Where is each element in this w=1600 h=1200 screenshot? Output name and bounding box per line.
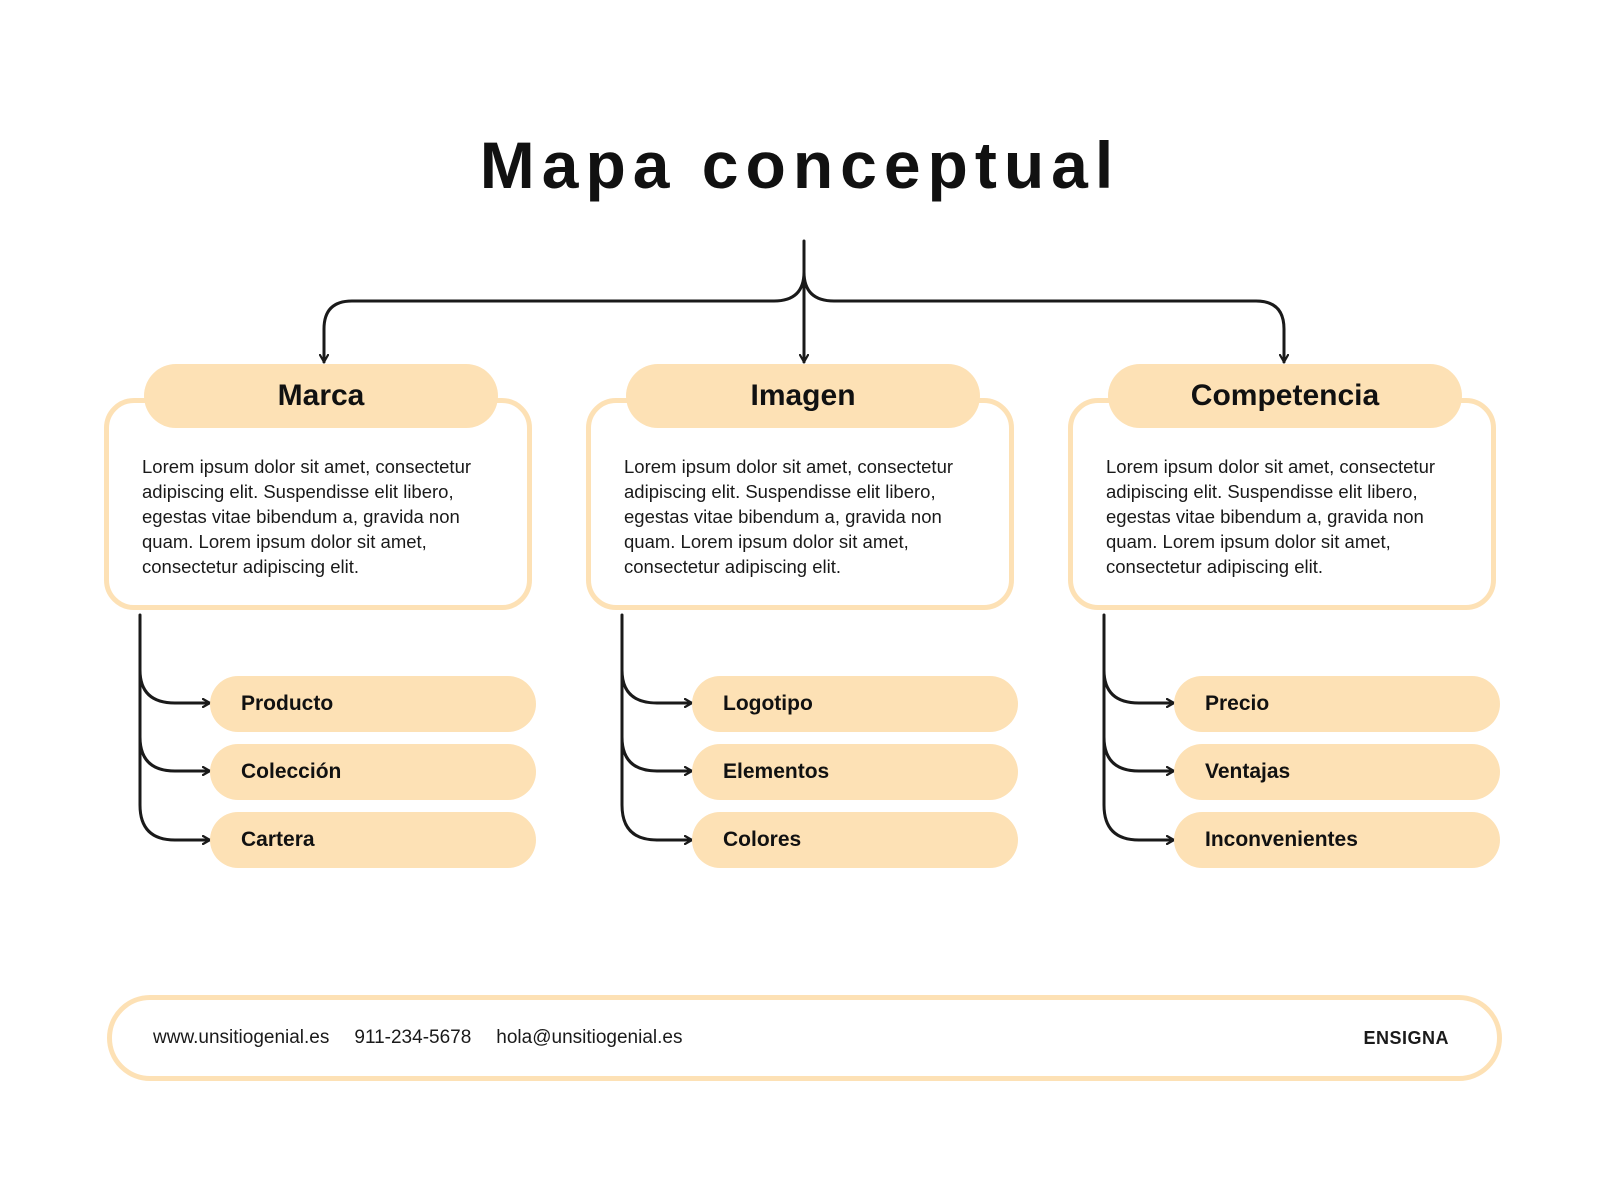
sub-concept-ventajas: Ventajas <box>1174 744 1500 800</box>
concept-header-competencia: Competencia <box>1108 364 1462 428</box>
sub-concept-cartera: Cartera <box>210 812 536 868</box>
branch-imagen: Imagen Lorem ipsum dolor sit amet, conse… <box>586 0 1026 1200</box>
concept-description: Lorem ipsum dolor sit amet, consectetur … <box>1106 456 1436 577</box>
concept-header-marca: Marca <box>144 364 498 428</box>
concept-card <box>104 398 532 610</box>
sub-concept-precio: Precio <box>1174 676 1500 732</box>
concept-header-imagen: Imagen <box>626 364 980 428</box>
concept-card <box>1068 398 1496 610</box>
branch-marca: Marca Lorem ipsum dolor sit amet, consec… <box>104 0 544 1200</box>
sub-concept-coleccion: Colección <box>210 744 536 800</box>
sub-concept-elementos: Elementos <box>692 744 1018 800</box>
concept-description: Lorem ipsum dolor sit amet, consectetur … <box>624 456 954 577</box>
footer-brand: ENSIGNA <box>1363 1027 1449 1048</box>
branch-competencia: Competencia Lorem ipsum dolor sit amet, … <box>1068 0 1508 1200</box>
footer-bar: www.unsitiogenial.es 911-234-5678 hola@u… <box>107 995 1502 1081</box>
sub-concept-inconvenientes: Inconvenientes <box>1174 812 1500 868</box>
footer-phone[interactable]: 911-234-5678 <box>354 1027 472 1048</box>
sub-concept-producto: Producto <box>210 676 536 732</box>
sub-concept-logotipo: Logotipo <box>692 676 1018 732</box>
page-title: Mapa conceptual <box>479 128 1121 202</box>
footer-website[interactable]: www.unsitiogenial.es <box>153 1027 330 1048</box>
concept-description: Lorem ipsum dolor sit amet, consectetur … <box>142 456 472 577</box>
sub-concept-colores: Colores <box>692 812 1018 868</box>
footer-email[interactable]: hola@unsitiogenial.es <box>496 1027 683 1048</box>
